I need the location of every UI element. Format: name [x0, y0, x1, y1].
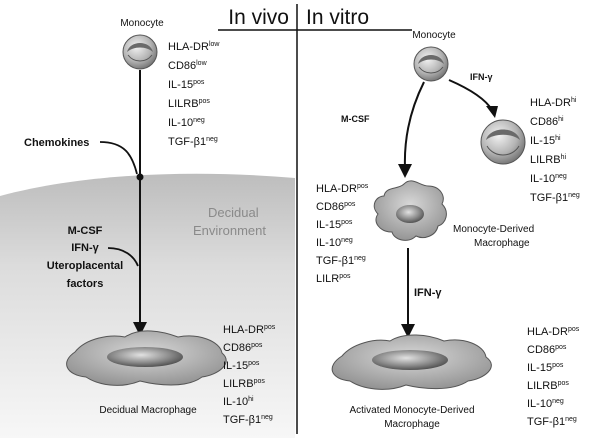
header-in-vivo: In vivo — [228, 6, 289, 29]
marker: HLA-DRpos — [316, 183, 369, 195]
invitro-ifn-bottom-label: IFN-γ — [414, 287, 442, 299]
marker: TGF-β1neg — [316, 255, 366, 267]
activated-mdm-cell — [331, 334, 492, 390]
marker: CD86pos — [527, 344, 567, 356]
mcsf-arrow-head — [398, 164, 412, 178]
decidual-macrophage-cell — [66, 330, 227, 386]
marker: HLA-DRhi — [530, 97, 577, 109]
marker: LILRBhi — [530, 154, 566, 166]
invitro-monocyte-cell — [413, 46, 449, 82]
marker: IL-10hi — [223, 396, 254, 408]
marker: TGF-β1neg — [168, 136, 218, 148]
ifn-arrow-top-head — [486, 106, 498, 118]
marker: LILRpos — [316, 273, 351, 285]
monocyte-derived-macrophage-cell — [373, 180, 447, 241]
invivo-monocyte-cell — [122, 34, 158, 70]
invitro-mcsf-label: M-CSF — [341, 114, 370, 124]
activated-mdm-markers: HLA-DRpos CD86pos IL-15pos LILRBpos IL-1… — [527, 322, 582, 428]
marker: CD86low — [168, 60, 208, 72]
invivo-factor-uteroplacental: Uteroplacental — [47, 260, 123, 272]
marker: IL-10neg — [316, 237, 353, 249]
chemokines-label: Chemokines — [24, 137, 89, 149]
ifn-arrow-top — [448, 79, 493, 111]
mdm-label-line1: Monocyte-Derived — [453, 224, 534, 235]
marker: LILRBpos — [168, 98, 210, 110]
chemokines-junction — [136, 173, 144, 181]
decidual-macrophage-markers: HLA-DRpos CD86pos IL-15pos LILRBpos IL-1… — [223, 320, 278, 426]
marker: LILRBpos — [223, 378, 265, 390]
mcsf-arrow — [403, 81, 425, 169]
marker: HLA-DRpos — [223, 324, 276, 336]
marker: IL-15pos — [223, 360, 260, 372]
invitro-monocyte-label: Monocyte — [412, 30, 456, 41]
activated-monocyte-cell — [480, 119, 526, 165]
marker: HLA-DRlow — [168, 41, 220, 53]
marker: LILRBpos — [527, 380, 569, 392]
invivo-factor-mcsf: M-CSF — [68, 225, 103, 237]
marker: IL-10neg — [530, 173, 567, 185]
decidual-environment-label-2: Environment — [193, 223, 266, 238]
marker: CD86hi — [530, 116, 564, 128]
invivo-pathway-arrowhead — [133, 322, 147, 336]
invivo-monocyte-markers: HLA-DRlow CD86low IL-15pos LILRBpos IL-1… — [168, 37, 223, 148]
marker: CD86pos — [223, 342, 263, 354]
chemokines-curve — [99, 141, 138, 175]
mdm-label-line2: Macrophage — [474, 238, 530, 249]
decidual-macrophage-label: Decidual Macrophage — [99, 405, 197, 416]
header-in-vitro: In vitro — [306, 6, 369, 29]
invitro-ifn-top-label: IFN-γ — [470, 72, 493, 82]
activated-mdm-label-line1: Activated Monocyte-Derived — [349, 405, 474, 416]
invivo-factor-factors: factors — [67, 278, 104, 290]
factors-curve — [107, 247, 139, 267]
marker: IL-10neg — [527, 398, 564, 410]
invivo-monocyte-label: Monocyte — [120, 18, 164, 29]
marker: IL-15pos — [527, 362, 564, 374]
marker: IL-10neg — [168, 117, 205, 129]
marker: IL-15pos — [316, 219, 353, 231]
activated-monocyte-markers: HLA-DRhi CD86hi IL-15hi LILRBhi IL-10neg… — [530, 93, 580, 204]
marker: HLA-DRpos — [527, 326, 580, 338]
marker: IL-15pos — [168, 79, 205, 91]
marker: IL-15hi — [530, 135, 561, 147]
marker: CD86pos — [316, 201, 356, 213]
activated-mdm-label-line2: Macrophage — [384, 419, 440, 430]
decidual-environment-label-1: Decidual — [208, 205, 259, 220]
invivo-factor-ifn: IFN-γ — [71, 242, 99, 254]
ifn-arrow-bottom-head — [401, 324, 415, 338]
mdm-markers: HLA-DRpos CD86pos IL-15pos IL-10neg TGF-… — [316, 179, 371, 285]
marker: TGF-β1neg — [527, 416, 577, 428]
marker: TGF-β1neg — [223, 414, 273, 426]
marker: TGF-β1neg — [530, 192, 580, 204]
